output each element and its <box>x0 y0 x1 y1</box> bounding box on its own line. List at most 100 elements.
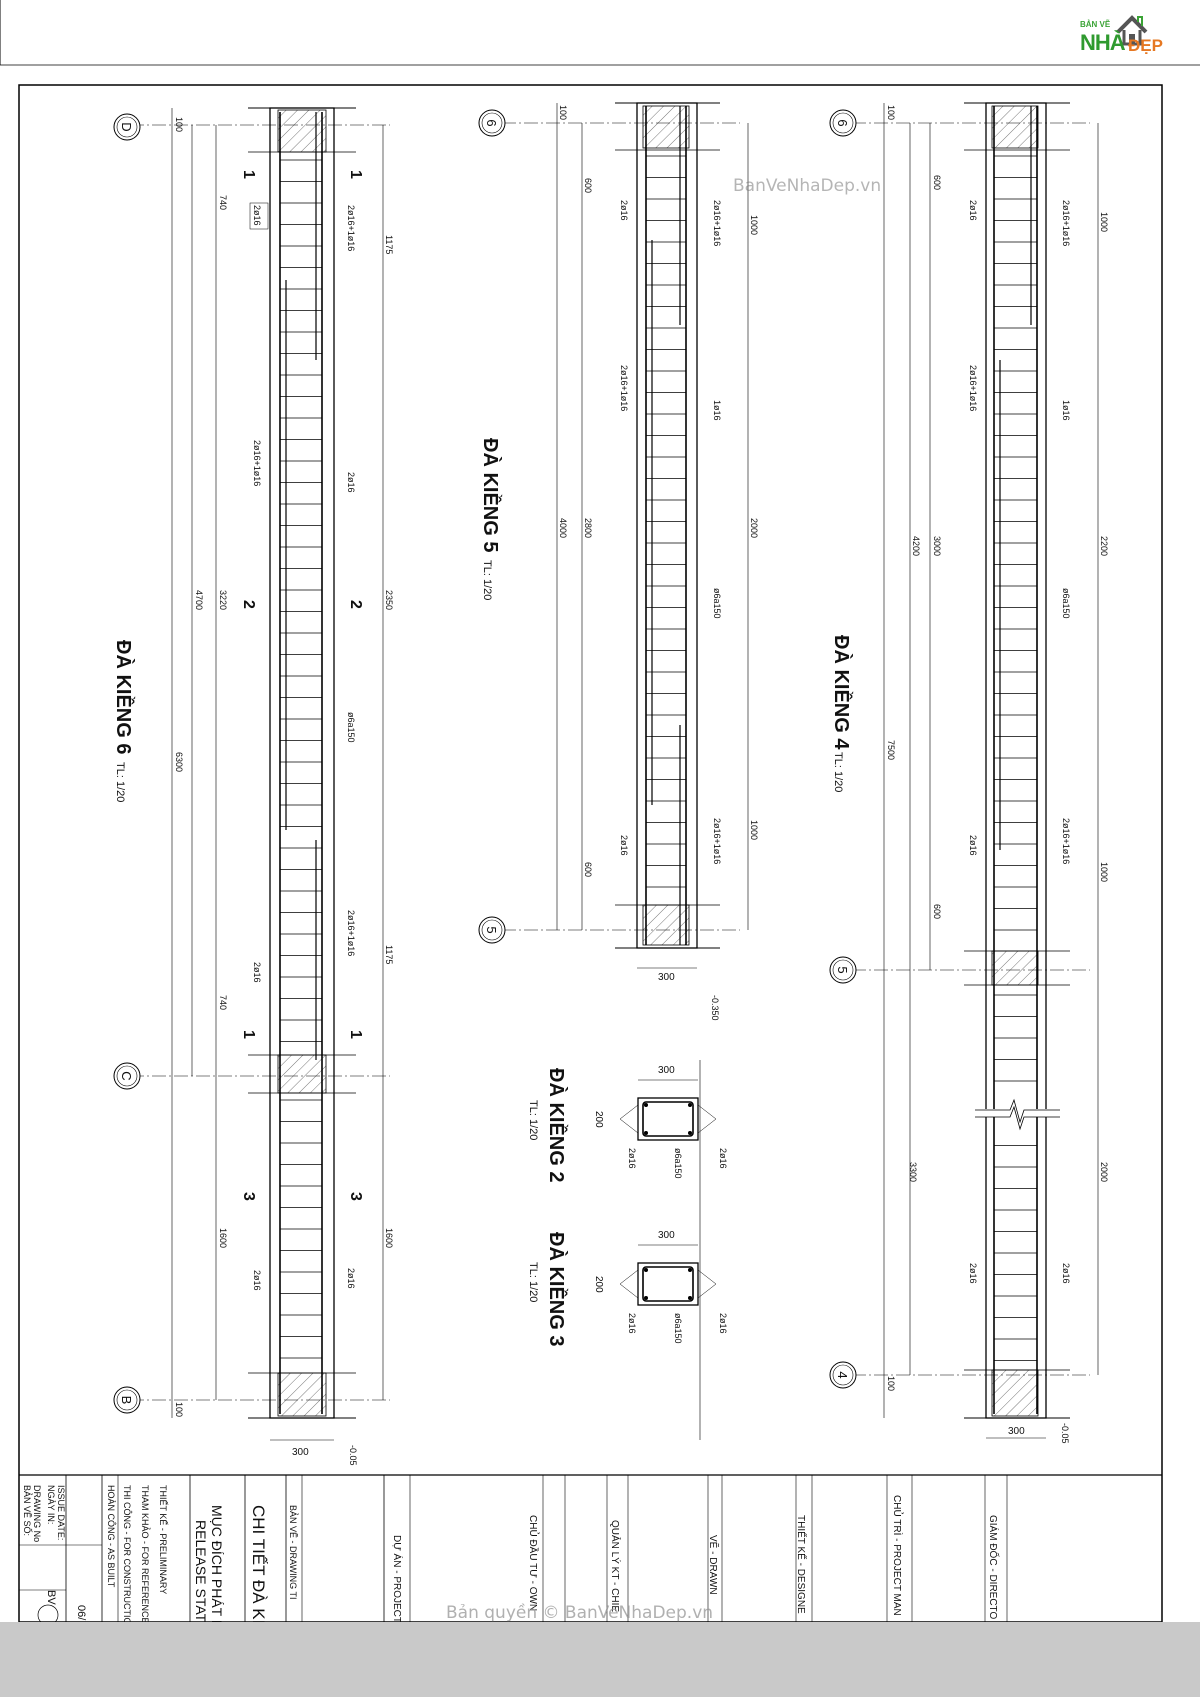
svg-text:BẢN VẼ - DRAWING TI: BẢN VẼ - DRAWING TI <box>288 1505 299 1600</box>
svg-text:2ø16: 2ø16 <box>968 1263 978 1284</box>
svg-text:2000: 2000 <box>749 518 759 538</box>
svg-text:2350: 2350 <box>384 590 394 610</box>
svg-text:1: 1 <box>240 1030 257 1039</box>
svg-text:2ø16: 2ø16 <box>968 835 978 856</box>
svg-text:300: 300 <box>658 1065 675 1076</box>
svg-text:2ø16: 2ø16 <box>1061 1263 1071 1284</box>
svg-text:2ø16: 2ø16 <box>252 962 262 983</box>
svg-text:740: 740 <box>218 995 228 1010</box>
svg-text:4200: 4200 <box>911 536 921 556</box>
svg-text:1000: 1000 <box>749 215 759 235</box>
svg-text:4000: 4000 <box>558 518 568 538</box>
svg-text:NGÀY IN:: NGÀY IN: <box>46 1485 56 1524</box>
beam-4-title: ĐÀ KIỀNG 4 <box>830 635 853 750</box>
svg-text:1ø16: 1ø16 <box>1061 400 1071 421</box>
svg-text:2ø16+1ø16: 2ø16+1ø16 <box>346 910 356 956</box>
svg-text:-0.350: -0.350 <box>710 995 720 1021</box>
svg-text:6300: 6300 <box>174 752 184 772</box>
svg-text:300: 300 <box>658 1230 675 1241</box>
svg-text:3: 3 <box>240 1192 257 1201</box>
section-3-title: ĐÀ KIỀNG 3 <box>545 1232 568 1346</box>
svg-text:RELEASE STATU: RELEASE STATU <box>193 1520 209 1632</box>
svg-text:600: 600 <box>583 862 593 877</box>
svg-text:1000: 1000 <box>1099 212 1109 232</box>
logo-line2: NHÀ <box>1080 30 1126 55</box>
svg-text:300: 300 <box>658 972 675 983</box>
axis-6-b4: 6 <box>835 119 850 126</box>
svg-text:2ø16+1ø16: 2ø16+1ø16 <box>1061 200 1071 246</box>
bottom-gray-band <box>0 1622 1200 1697</box>
svg-text:2ø16+1ø16: 2ø16+1ø16 <box>252 440 262 486</box>
beam-6-elevation: D C B 100 740 3220 740 1600 100 4700 630… <box>112 107 394 1466</box>
svg-text:1175: 1175 <box>384 945 394 964</box>
beam-5-scale: TL: 1/20 <box>481 560 493 600</box>
svg-text:2ø16: 2ø16 <box>968 200 978 221</box>
svg-text:2ø16: 2ø16 <box>627 1313 637 1334</box>
svg-text:CHỦ TRÌ - PROJECT MAN: CHỦ TRÌ - PROJECT MAN <box>891 1495 904 1616</box>
svg-text:-0.05: -0.05 <box>1060 1423 1070 1444</box>
svg-text:BV: BV <box>45 1590 57 1605</box>
svg-text:DRAWING No: DRAWING No <box>32 1485 42 1542</box>
svg-text:200: 200 <box>593 1276 604 1293</box>
svg-text:3: 3 <box>347 1192 364 1201</box>
svg-text:ø6a150: ø6a150 <box>346 712 356 743</box>
svg-text:2ø16: 2ø16 <box>619 200 629 221</box>
svg-text:THI CÔNG - FOR CONSTRUCTION: THI CÔNG - FOR CONSTRUCTION <box>122 1485 132 1631</box>
svg-text:THAM KHẢO - FOR REFERENCE: THAM KHẢO - FOR REFERENCE <box>140 1485 151 1624</box>
svg-text:600: 600 <box>583 178 593 193</box>
svg-text:1: 1 <box>347 1030 364 1039</box>
svg-text:300: 300 <box>292 1447 309 1458</box>
svg-text:2ø16+1ø16: 2ø16+1ø16 <box>968 365 978 411</box>
svg-text:2ø16+1ø16: 2ø16+1ø16 <box>619 365 629 411</box>
svg-text:2ø16+1ø16: 2ø16+1ø16 <box>712 200 722 246</box>
svg-text:1000: 1000 <box>1099 862 1109 882</box>
axis-6-b5: 6 <box>484 119 499 126</box>
svg-text:2ø16: 2ø16 <box>619 835 629 856</box>
svg-text:2ø16: 2ø16 <box>252 205 262 226</box>
beam-6-title: ĐÀ KIỀNG 6 <box>112 640 135 754</box>
section-2-cross-section: 300 200 2ø16 ø6a150 2ø16 ĐÀ KIỀNG 2 TL: … <box>527 1060 728 1440</box>
svg-text:GIÁM ĐỐC - DIRECTO: GIÁM ĐỐC - DIRECTO <box>987 1515 1001 1619</box>
drawing-frame <box>18 84 1163 1623</box>
site-logo: BẢN VẼ NHÀ ĐẸP <box>1078 14 1190 60</box>
svg-text:ø6a150: ø6a150 <box>673 1148 683 1179</box>
axis-b: B <box>119 1396 134 1405</box>
svg-text:2ø16+1ø16: 2ø16+1ø16 <box>1061 818 1071 864</box>
svg-text:CHỦ ĐẦU TƯ - OWN: CHỦ ĐẦU TƯ - OWN <box>527 1515 540 1611</box>
svg-text:ø6a150: ø6a150 <box>712 588 722 619</box>
logo-line3: ĐẸP <box>1128 36 1163 55</box>
beam-6-scale: TL: 1/20 <box>114 762 126 802</box>
svg-text:BẢN VẼ SỐ:: BẢN VẼ SỐ: <box>22 1485 33 1536</box>
svg-text:2ø16+1ø16: 2ø16+1ø16 <box>346 205 356 251</box>
svg-text:ISSUE DATE:: ISSUE DATE: <box>56 1485 66 1540</box>
section-2-title: ĐÀ KIỀNG 2 <box>545 1068 568 1182</box>
svg-text:2800: 2800 <box>583 518 593 538</box>
svg-text:DỰ ÁN - PROJECT: DỰ ÁN - PROJECT <box>391 1535 404 1623</box>
svg-text:2ø16: 2ø16 <box>718 1148 728 1169</box>
axis-d: D <box>119 122 134 131</box>
svg-text:THIẾT KẾ - DESIGNE: THIẾT KẾ - DESIGNE <box>795 1515 808 1614</box>
logo-line1: BẢN VẼ <box>1080 20 1111 29</box>
svg-text:100: 100 <box>886 105 896 120</box>
beam-5-title: ĐÀ KIỀNG 5 <box>479 438 502 552</box>
svg-text:ø6a150: ø6a150 <box>1061 588 1071 619</box>
svg-text:QUẢN LÝ KT - CHIE: QUẢN LÝ KT - CHIE <box>609 1520 622 1612</box>
axis-c: C <box>119 1071 134 1080</box>
axis-4-b4: 4 <box>835 1371 850 1378</box>
svg-text:2ø16: 2ø16 <box>627 1148 637 1169</box>
svg-text:7500: 7500 <box>886 740 896 760</box>
watermark-top: BanVeNhaDep.vn <box>733 176 882 196</box>
svg-text:THIẾT KẾ - PRELIMINARY: THIẾT KẾ - PRELIMINARY <box>158 1485 168 1594</box>
section-2-scale: TL: 1/20 <box>527 1100 539 1140</box>
svg-text:-0.05: -0.05 <box>348 1445 358 1466</box>
svg-text:100: 100 <box>886 1376 896 1391</box>
house-icon <box>1116 15 1148 46</box>
svg-text:1600: 1600 <box>218 1228 228 1248</box>
svg-text:1000: 1000 <box>749 820 759 840</box>
svg-text:3220: 3220 <box>218 590 228 610</box>
svg-text:2ø16: 2ø16 <box>718 1313 728 1334</box>
svg-text:HOÀN CÔNG - AS BUILT: HOÀN CÔNG - AS BUILT <box>106 1485 116 1588</box>
svg-text:100: 100 <box>174 1402 184 1417</box>
svg-text:1ø16: 1ø16 <box>712 400 722 421</box>
